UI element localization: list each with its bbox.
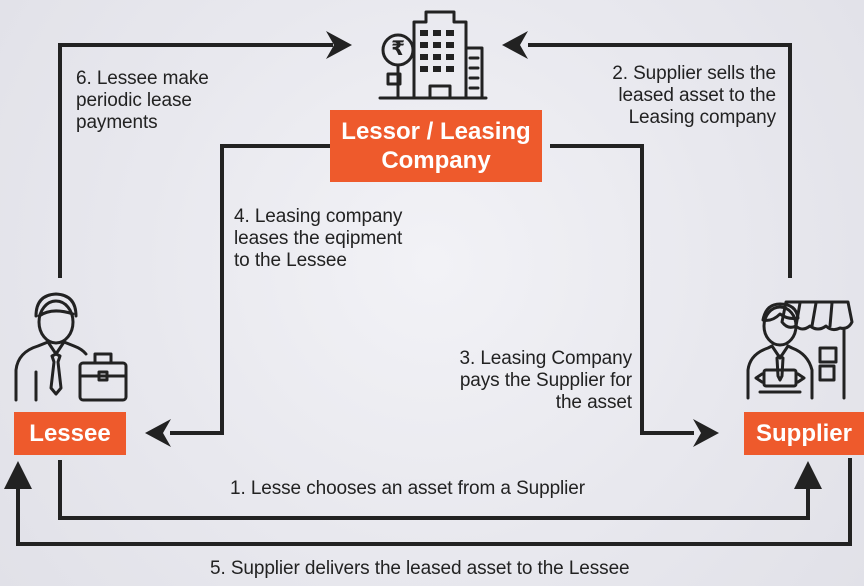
connector-step-6 bbox=[58, 43, 333, 278]
arrowhead-step-4 bbox=[145, 419, 171, 447]
step-5-label: 5. Supplier delivers the leased asset to… bbox=[210, 558, 630, 579]
step-6-label: 6. Lessee make periodic lease payments bbox=[76, 68, 209, 133]
arrowhead-step-2 bbox=[502, 31, 528, 59]
node-lessee: Lessee bbox=[14, 412, 126, 455]
connector-step-5 bbox=[16, 458, 852, 546]
connector-step-1 bbox=[58, 460, 810, 520]
connector-step-4 bbox=[170, 144, 330, 435]
rupee-symbol: ₹ bbox=[391, 38, 405, 60]
arrowhead-step-3 bbox=[693, 419, 719, 447]
arrowhead-step-6 bbox=[326, 31, 352, 59]
arrowhead-step-1 bbox=[794, 461, 822, 489]
node-supplier: Supplier bbox=[744, 412, 864, 455]
step-1-label: 1. Lesse chooses an asset from a Supplie… bbox=[230, 478, 585, 499]
step-3-label: 3. Leasing Company pays the Supplier for… bbox=[459, 348, 633, 413]
step-2-label: 2. Supplier sells the leased asset to th… bbox=[612, 63, 776, 128]
step-4-label: 4. Leasing company leases the eqipment t… bbox=[234, 206, 403, 271]
arrowhead-step-5 bbox=[4, 461, 32, 489]
connector-step-2 bbox=[528, 43, 792, 278]
connector-step-3 bbox=[550, 144, 694, 435]
node-lessor: Lessor / Leasing Company bbox=[330, 110, 542, 182]
